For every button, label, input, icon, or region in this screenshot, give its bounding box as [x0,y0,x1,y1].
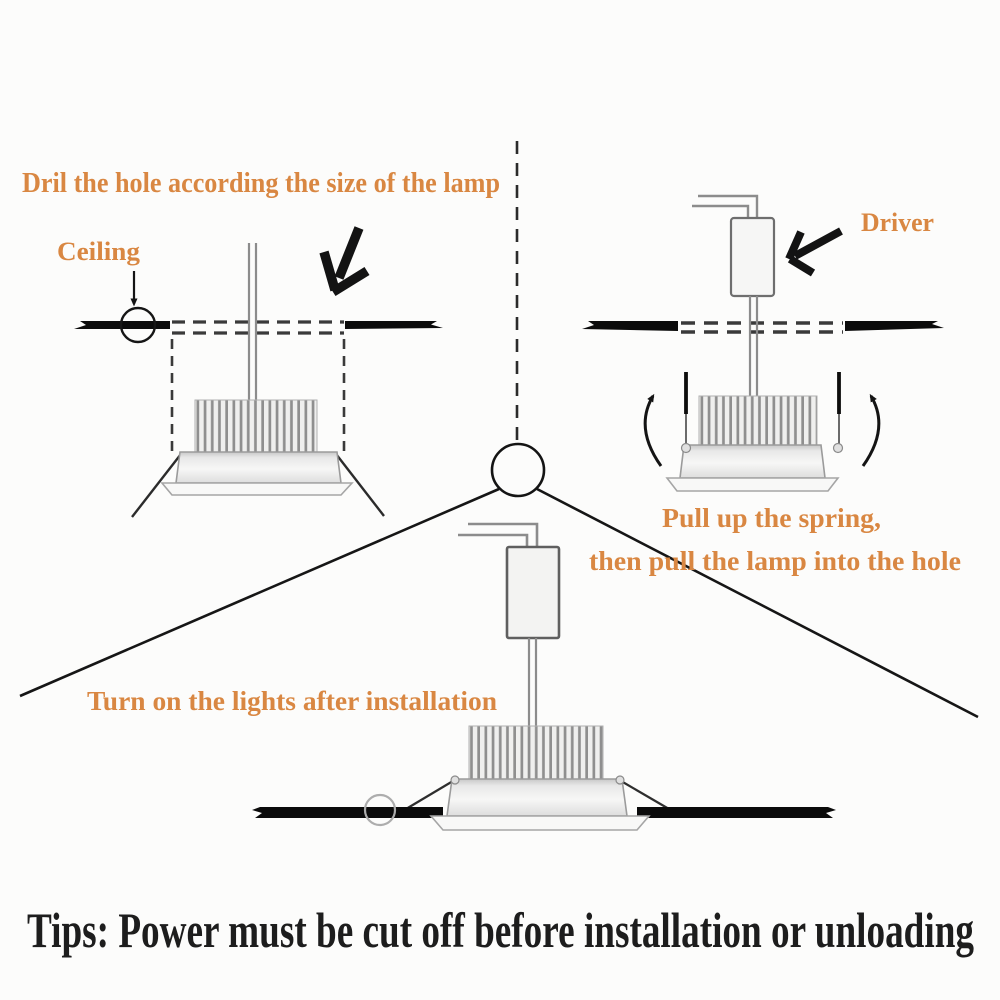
downlight-lamp [405,725,670,817]
ceiling-mark-circle [363,793,397,827]
ceiling-right-segment [845,321,944,331]
ceiling-label: Ceiling [57,237,140,266]
mains-wire [692,204,750,218]
heatsink-fins [698,395,818,446]
ceiling-left-segment [252,807,443,818]
driver-box [729,216,776,298]
downlight-lamp [665,372,844,492]
spring-clip-right [335,453,385,517]
rotate-left-arrow-icon [643,393,663,467]
driver-box [505,545,561,640]
down-left-arrow-icon [319,226,370,297]
right-divider-ray [536,487,979,719]
spring-caption-line1: Pull up the spring, [662,503,881,533]
rotate-right-arrow-icon [861,393,881,467]
step-spring-panel: Driver [582,194,961,576]
spring-pivot-left [680,442,692,454]
spring-clip-left [405,780,454,810]
ceiling-right-segment [637,807,836,818]
spring-caption-line2: then pull the lamp into the hole [589,546,961,576]
downlight-lamp [131,243,385,518]
spring-pivot-right [615,775,625,785]
mains-wire [698,194,759,218]
mains-wire [468,522,539,548]
mains-wire [458,533,529,548]
lamp-body [679,444,826,479]
heatsink-fins [468,725,604,780]
lamp-trim-ring [160,482,354,496]
spring-clip-left [131,453,182,518]
spring-pivot-left [450,775,460,785]
finish-caption: Turn on the lights after installation [87,686,497,716]
lamp-trim-ring [429,815,651,831]
hole-edge-circle [119,306,157,344]
step-finish-panel: Turn on the lights after installation [87,522,836,831]
divider-lines [19,141,979,719]
lamp-body [446,778,628,817]
drill-title: Dril the hole according the size of the … [22,168,500,199]
heatsink-fins [194,399,318,453]
lamp-body [175,451,342,484]
tips-text: Tips: Power must be cut off before insta… [27,902,974,958]
spring-pivot-right [832,442,844,454]
down-left-arrow-icon [785,227,843,277]
left-divider-ray [19,487,500,698]
driver-label: Driver [861,208,934,237]
step-drill-panel: Dril the hole according the size of the … [22,168,500,518]
lamp-trim-ring [665,477,840,492]
ceiling-right-segment [345,321,443,329]
spring-clip-right [620,780,670,810]
divider-node-circle [490,442,546,498]
ceiling-left-segment [582,321,678,331]
